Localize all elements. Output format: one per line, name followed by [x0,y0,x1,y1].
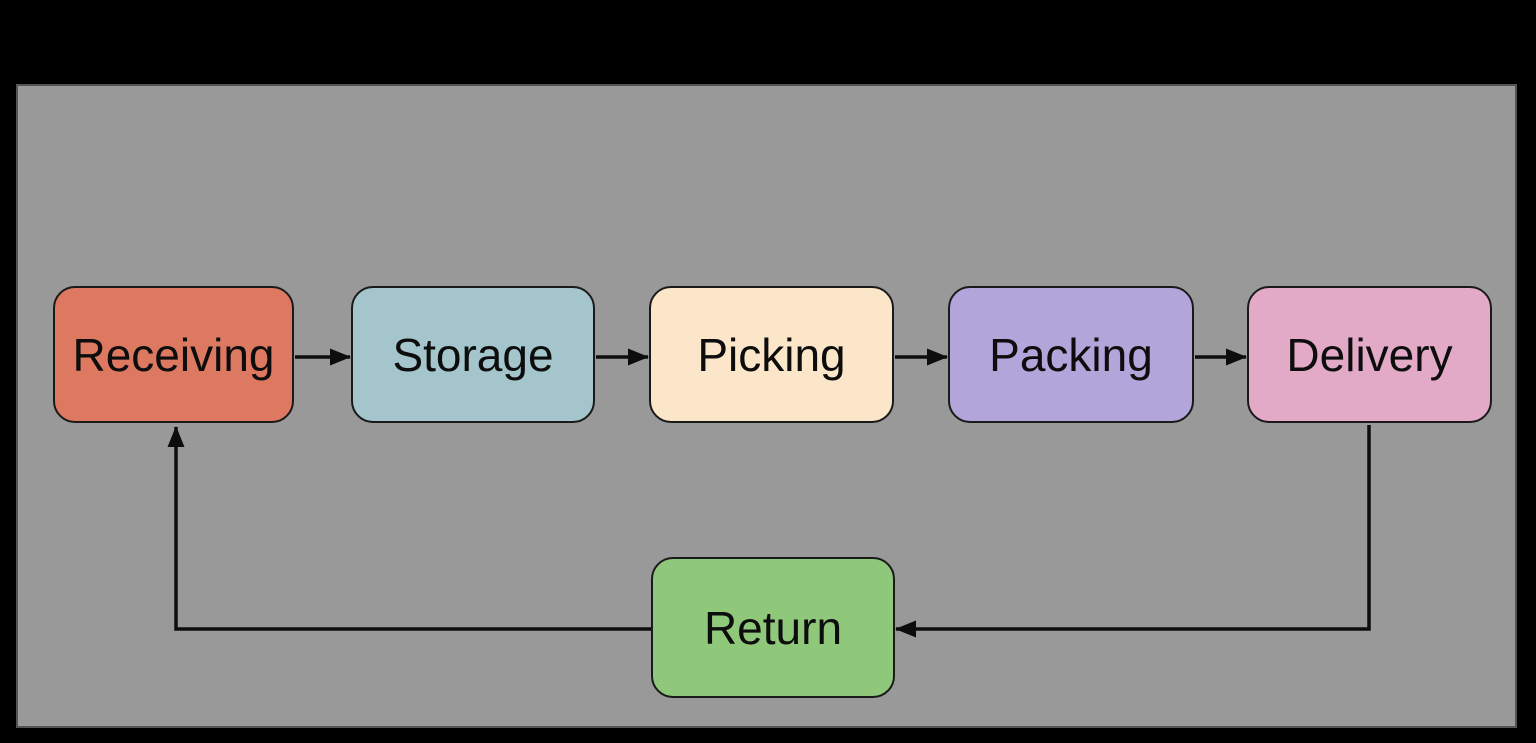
node-delivery: Delivery [1247,286,1492,423]
node-packing-label: Packing [989,328,1153,381]
edge-delivery-return [895,425,1371,638]
node-receiving-label: Receiving [72,328,275,381]
node-storage-label: Storage [392,328,554,381]
node-return-label: Return [703,601,843,654]
node-return: Return [651,557,895,698]
edge-return-receiving [167,426,651,631]
node-picking: Picking [649,286,894,423]
slide-canvas: Receiving Storage Picking Packing Delive… [16,84,1517,728]
node-packing: Packing [948,286,1194,423]
node-receiving: Receiving [53,286,294,423]
node-storage: Storage [351,286,595,423]
node-delivery-label: Delivery [1286,328,1453,381]
node-picking-label: Picking [697,328,846,381]
